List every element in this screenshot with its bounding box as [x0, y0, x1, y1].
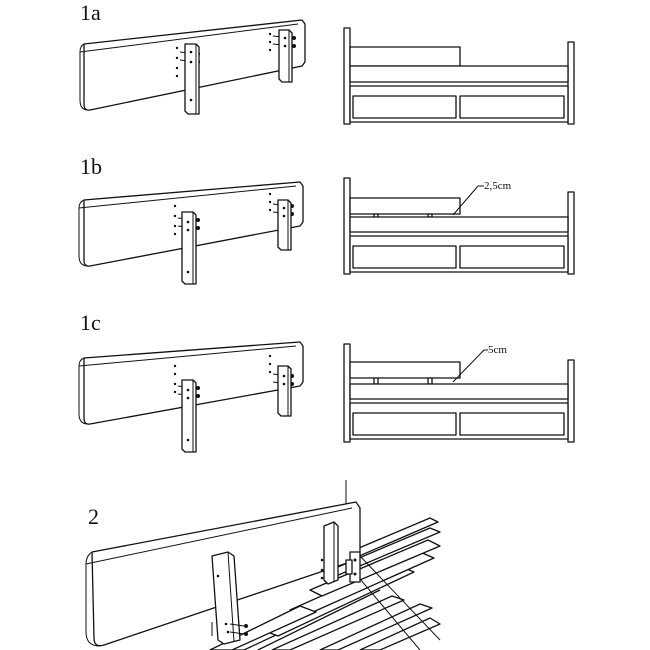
step-1c: 1c [78, 310, 575, 453]
screw-icon [211, 622, 248, 636]
step-1a: 1a [79, 0, 575, 125]
bed-side-view-1a [343, 27, 575, 125]
step-label-1a: 1a [80, 0, 101, 25]
step-label-2: 2 [88, 504, 99, 529]
bed-slats [209, 517, 441, 650]
bed-side-view-1c [343, 343, 575, 443]
screw-holes-1b [173, 192, 272, 236]
mounting-post-2-right [320, 521, 339, 585]
step-1b: 1b [78, 154, 575, 285]
mounting-post-2-left [211, 551, 241, 645]
mounting-post-1a-right [278, 29, 293, 83]
mounting-post-1a-left [184, 43, 200, 115]
step-2: 2 [85, 480, 441, 650]
mounting-post-1b-right [277, 199, 292, 251]
offset-label-1b: 2,5cm [484, 180, 512, 192]
mounting-post-1b-left [181, 211, 197, 285]
screw-holes-1c [173, 354, 272, 394]
mounting-post-1c-right [277, 365, 292, 417]
mounting-post-1c-left [181, 379, 197, 453]
step-label-1c: 1c [80, 310, 101, 335]
screw-holes-1a [175, 32, 272, 78]
bed-side-view-1b [343, 177, 575, 275]
offset-label-1c: 5cm [488, 344, 507, 356]
step-label-1b: 1b [80, 154, 102, 179]
bracket-clamp [345, 551, 361, 583]
